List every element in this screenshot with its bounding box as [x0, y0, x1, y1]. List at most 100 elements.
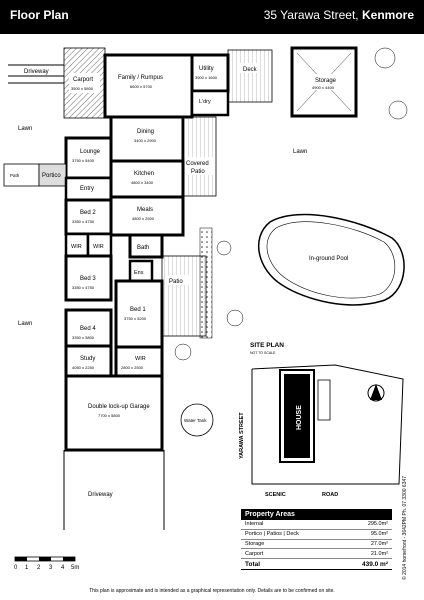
lounge: Lounge 3750 x 5400 — [64, 136, 113, 180]
table-row: Internal 295.0m² — [241, 520, 392, 530]
dining-size: 3400 x 2900 — [134, 138, 157, 143]
lawn-right: Lawn — [293, 149, 307, 155]
garage-size: 7700 x 5800 — [98, 413, 121, 418]
site-plan-subtitle: NOT TO SCALE — [250, 351, 276, 355]
lounge-size: 3750 x 5400 — [72, 158, 95, 163]
table-row: Portico | Patios | Deck 95.0m² — [241, 530, 392, 540]
storage-label: Storage — [315, 78, 337, 84]
bath: Bath Ens — [128, 233, 164, 283]
wir-label-1: WIR — [71, 244, 82, 250]
table-row: Storage 27.0m² — [241, 540, 392, 550]
scale-tick: 2 — [37, 565, 41, 571]
bed1-label: Bed 1 — [130, 307, 146, 313]
covered-patio: Covered Patio — [182, 116, 217, 197]
carport-size: 3500 x 5800 — [71, 86, 94, 91]
scale-bar: 0 1 2 3 4 5m — [14, 556, 79, 571]
path-label: Path — [10, 173, 20, 178]
kitchen-label: Kitchen — [134, 171, 154, 177]
utility: Utility 3900 x 1600 L'dry — [190, 53, 230, 117]
driveway-top: Driveway — [8, 64, 64, 84]
lawn-mid-left: Lawn — [18, 321, 32, 327]
storage-size: 4900 x 4400 — [312, 85, 335, 90]
address-street: 35 Yarawa Street, — [263, 8, 359, 22]
bed3-size: 3350 x 4750 — [72, 285, 95, 290]
wir-master: WIR 2800 x 2500 — [114, 345, 164, 378]
family-size: 6600 x 5700 — [130, 84, 153, 89]
garage: Double lock-up Garage 7700 x 5800 — [64, 374, 164, 452]
meals-size: 4800 x 2500 — [132, 216, 155, 221]
bed3-label: Bed 3 — [80, 276, 96, 282]
utility-label: Utility — [199, 66, 214, 72]
kitchen: Kitchen 4800 x 3400 — [109, 159, 185, 199]
scale-tick: 5m — [71, 565, 79, 571]
carport: Carport 3500 x 5800 — [63, 47, 106, 119]
disclaimer: This plan is approximate and is intended… — [89, 588, 335, 594]
bed4-size: 3350 x 3800 — [72, 335, 95, 340]
property-areas-table: Property Areas Internal 295.0m² Portico … — [241, 509, 392, 570]
study-label: Study — [80, 356, 95, 362]
bed1-size: 3750 x 5200 — [124, 316, 147, 321]
in-ground-pool: In-ground Pool — [257, 213, 405, 306]
header-bar: Floor Plan 35 Yarawa Street, Kenmore — [0, 0, 424, 34]
meals-label: Meals — [137, 207, 153, 213]
floor-plan-drawing: Driveway Carport 3500 x 5800 Family / Ru… — [3, 46, 408, 530]
address-suburb: Kenmore — [361, 8, 414, 22]
wir2-size: 2800 x 2500 — [121, 365, 144, 370]
scale-tick: 3 — [49, 565, 53, 571]
driveway-bottom: Driveway — [63, 450, 165, 530]
laundry-label: L'dry — [199, 99, 211, 105]
bed4-label: Bed 4 — [80, 326, 96, 332]
bed-1: Bed 1 3750 x 5200 — [114, 279, 164, 349]
covered-patio-label: Covered — [186, 161, 209, 167]
storage: Storage 4900 x 4400 — [290, 46, 358, 118]
portico-entry: Path Portico Entry — [3, 163, 113, 202]
driveway-bottom-label: Driveway — [88, 492, 113, 498]
scale-tick: 1 — [25, 565, 29, 571]
lounge-label: Lounge — [80, 149, 101, 155]
pool-label: In-ground Pool — [309, 256, 348, 262]
kitchen-size: 4800 x 3400 — [131, 180, 154, 185]
portico-label: Portico — [42, 173, 61, 179]
dining: Dining 3400 x 2900 — [109, 115, 185, 163]
family-rumpus: Family / Rumpus 6600 x 5700 — [103, 53, 194, 119]
site-street-scenic: SCENIC — [265, 492, 286, 498]
meals: Meals 4800 x 2500 — [109, 195, 185, 237]
bed-4: Bed 4 3350 x 3800 — [64, 308, 113, 348]
scale-tick: 4 — [61, 565, 65, 571]
wir2-label: WIR — [135, 356, 146, 362]
bed-3: Bed 3 3350 x 4750 — [64, 254, 113, 302]
water-tank: Water Tank — [180, 403, 214, 437]
driveway-top-label: Driveway — [24, 69, 49, 75]
scale-tick: 0 — [14, 565, 18, 571]
patio: Patio — [161, 227, 213, 339]
page-title: Floor Plan — [10, 8, 69, 22]
study-size: 4050 x 2250 — [72, 365, 95, 370]
family-label: Family / Rumpus — [118, 75, 163, 81]
site-street-yarawa: YARAWA STREET — [239, 412, 245, 459]
table-row-total: Total 439.0 m² — [241, 559, 392, 570]
patio-label: Patio — [169, 279, 183, 285]
site-house-label: HOUSE — [296, 405, 303, 430]
deck-label: Deck — [243, 67, 258, 73]
site-street-road: ROAD — [322, 492, 338, 498]
table-row: Carport 21.0m² — [241, 549, 392, 560]
property-areas-heading: Property Areas — [241, 509, 392, 520]
utility-size: 3900 x 1600 — [195, 75, 218, 80]
bed-2: Bed 2 3350 x 4750 WIR WIR — [64, 198, 113, 258]
bed2-size: 3350 x 4750 — [72, 219, 95, 224]
water-tank-label: Water Tank — [184, 418, 207, 423]
bed2-label: Bed 2 — [80, 210, 96, 216]
garage-label: Double lock-up Garage — [88, 404, 150, 410]
carport-label: Carport — [73, 77, 93, 83]
credit: © 2014 homefront - 3642PM Ph. 07 3300 63… — [402, 420, 412, 580]
lawn-top-left: Lawn — [18, 126, 32, 132]
dining-label: Dining — [137, 129, 154, 135]
svg-text:Patio: Patio — [191, 169, 205, 175]
ens-label: Ens — [134, 270, 144, 276]
wir-label-2: WIR — [93, 244, 104, 250]
entry-label: Entry — [80, 186, 94, 192]
address: 35 Yarawa Street, Kenmore — [264, 8, 414, 22]
credit-text: © 2014 homefront - 3642PM Ph. 07 3300 63… — [402, 475, 408, 580]
study: Study 4050 x 2250 — [64, 344, 113, 378]
site-plan: SITE PLAN NOT TO SCALE HOUSE YARAWA STRE… — [239, 342, 404, 498]
